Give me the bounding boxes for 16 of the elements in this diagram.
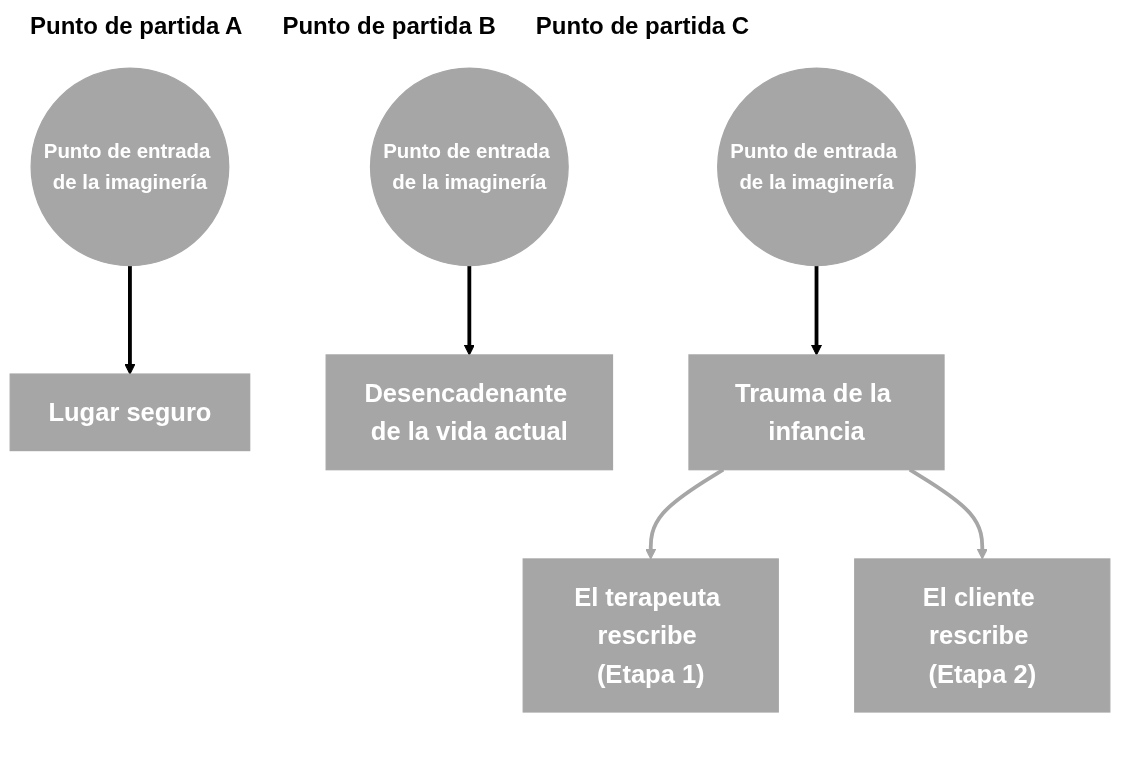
heading-label: Punto de partida A bbox=[30, 12, 243, 40]
node-box: Desencadenante de la vida actual bbox=[325, 354, 614, 471]
arrow bbox=[124, 265, 136, 375]
node-box: Lugar seguro bbox=[9, 373, 251, 452]
node-circle: Punto de entrada de la imaginería bbox=[30, 67, 230, 267]
node-box: El terapeuta rescribe (Etapa 1) bbox=[522, 558, 779, 713]
arrow bbox=[645, 468, 725, 560]
node-box: El cliente rescribe (Etapa 2) bbox=[854, 558, 1111, 713]
node-circle: Punto de entrada de la imaginería bbox=[717, 67, 916, 267]
node-box: Trauma de la infancia bbox=[688, 354, 945, 471]
heading-label: Punto de partida B bbox=[282, 12, 496, 40]
arrow bbox=[908, 468, 988, 560]
heading-label: Punto de partida C bbox=[535, 12, 750, 40]
arrow bbox=[810, 265, 823, 356]
node-circle: Punto de entrada de la imaginería bbox=[369, 67, 569, 267]
arrow bbox=[463, 265, 475, 356]
